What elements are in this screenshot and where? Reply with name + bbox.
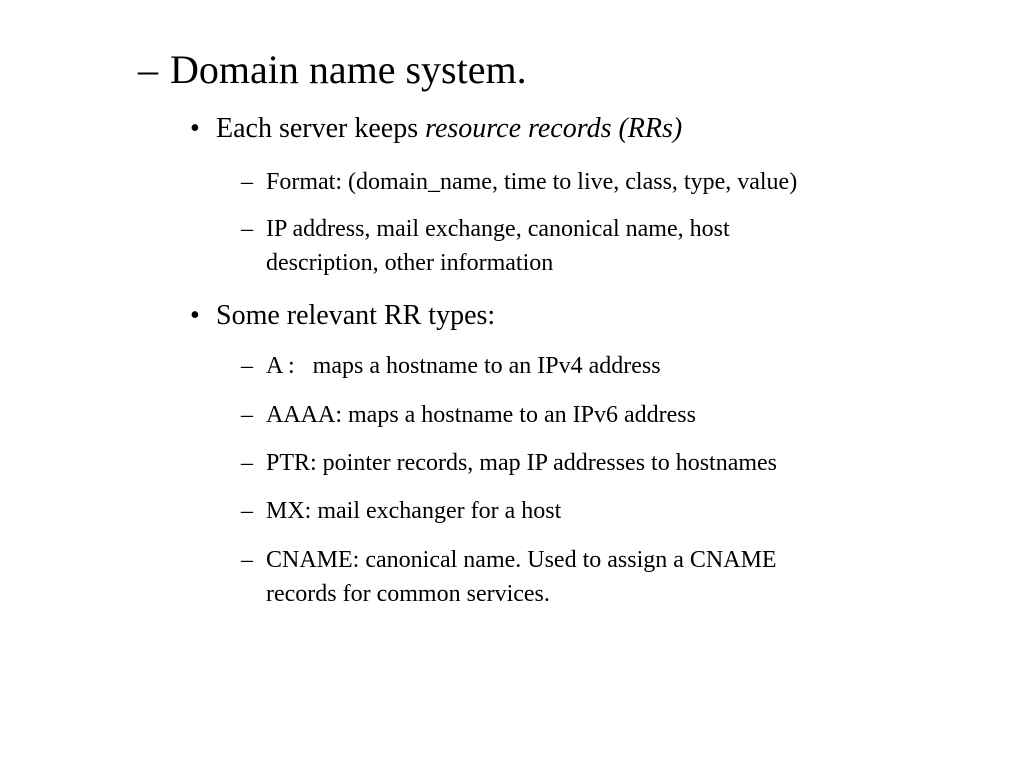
sub-item-text-continued: records for common services. [266,581,550,607]
heading-dash: – [138,47,158,92]
sub-item-text: IP address, mail exchange, canonical nam… [266,216,730,242]
sub-item-dash: – [241,547,253,573]
sub-item-text: PTR: pointer records, map IP addresses t… [266,450,778,476]
bullet-marker: • [190,113,200,144]
bullet-text-plain: Each server keeps [216,113,426,144]
bullet-marker: • [190,300,200,331]
sub-item-dash: – [241,169,253,195]
sub-item-dash: – [241,450,253,476]
sub-item-dash: – [241,216,253,242]
bullet-text: Each server keeps resource records (RRs) [216,113,682,145]
bullet-text: Some relevant RR types: [216,300,496,331]
sub-item-text: A : maps a hostname to an IPv4 address [266,353,661,379]
sub-item-text: MX: mail exchanger for a host [266,498,562,524]
bullet-text-emphasis: resource records (RRs) [425,113,683,144]
sub-item-dash: – [241,498,253,524]
sub-item-text: Format: (domain_name, time to live, clas… [266,169,798,195]
sub-item-text-continued: description, other information [266,250,554,276]
heading-text: Domain name system. [170,47,527,92]
sub-item-dash: – [241,353,253,379]
sub-item-text: CNAME: canonical name. Used to assign a … [266,547,777,573]
sub-item-dash: – [241,402,253,428]
sub-item-text: AAAA: maps a hostname to an IPv6 address [266,402,696,428]
